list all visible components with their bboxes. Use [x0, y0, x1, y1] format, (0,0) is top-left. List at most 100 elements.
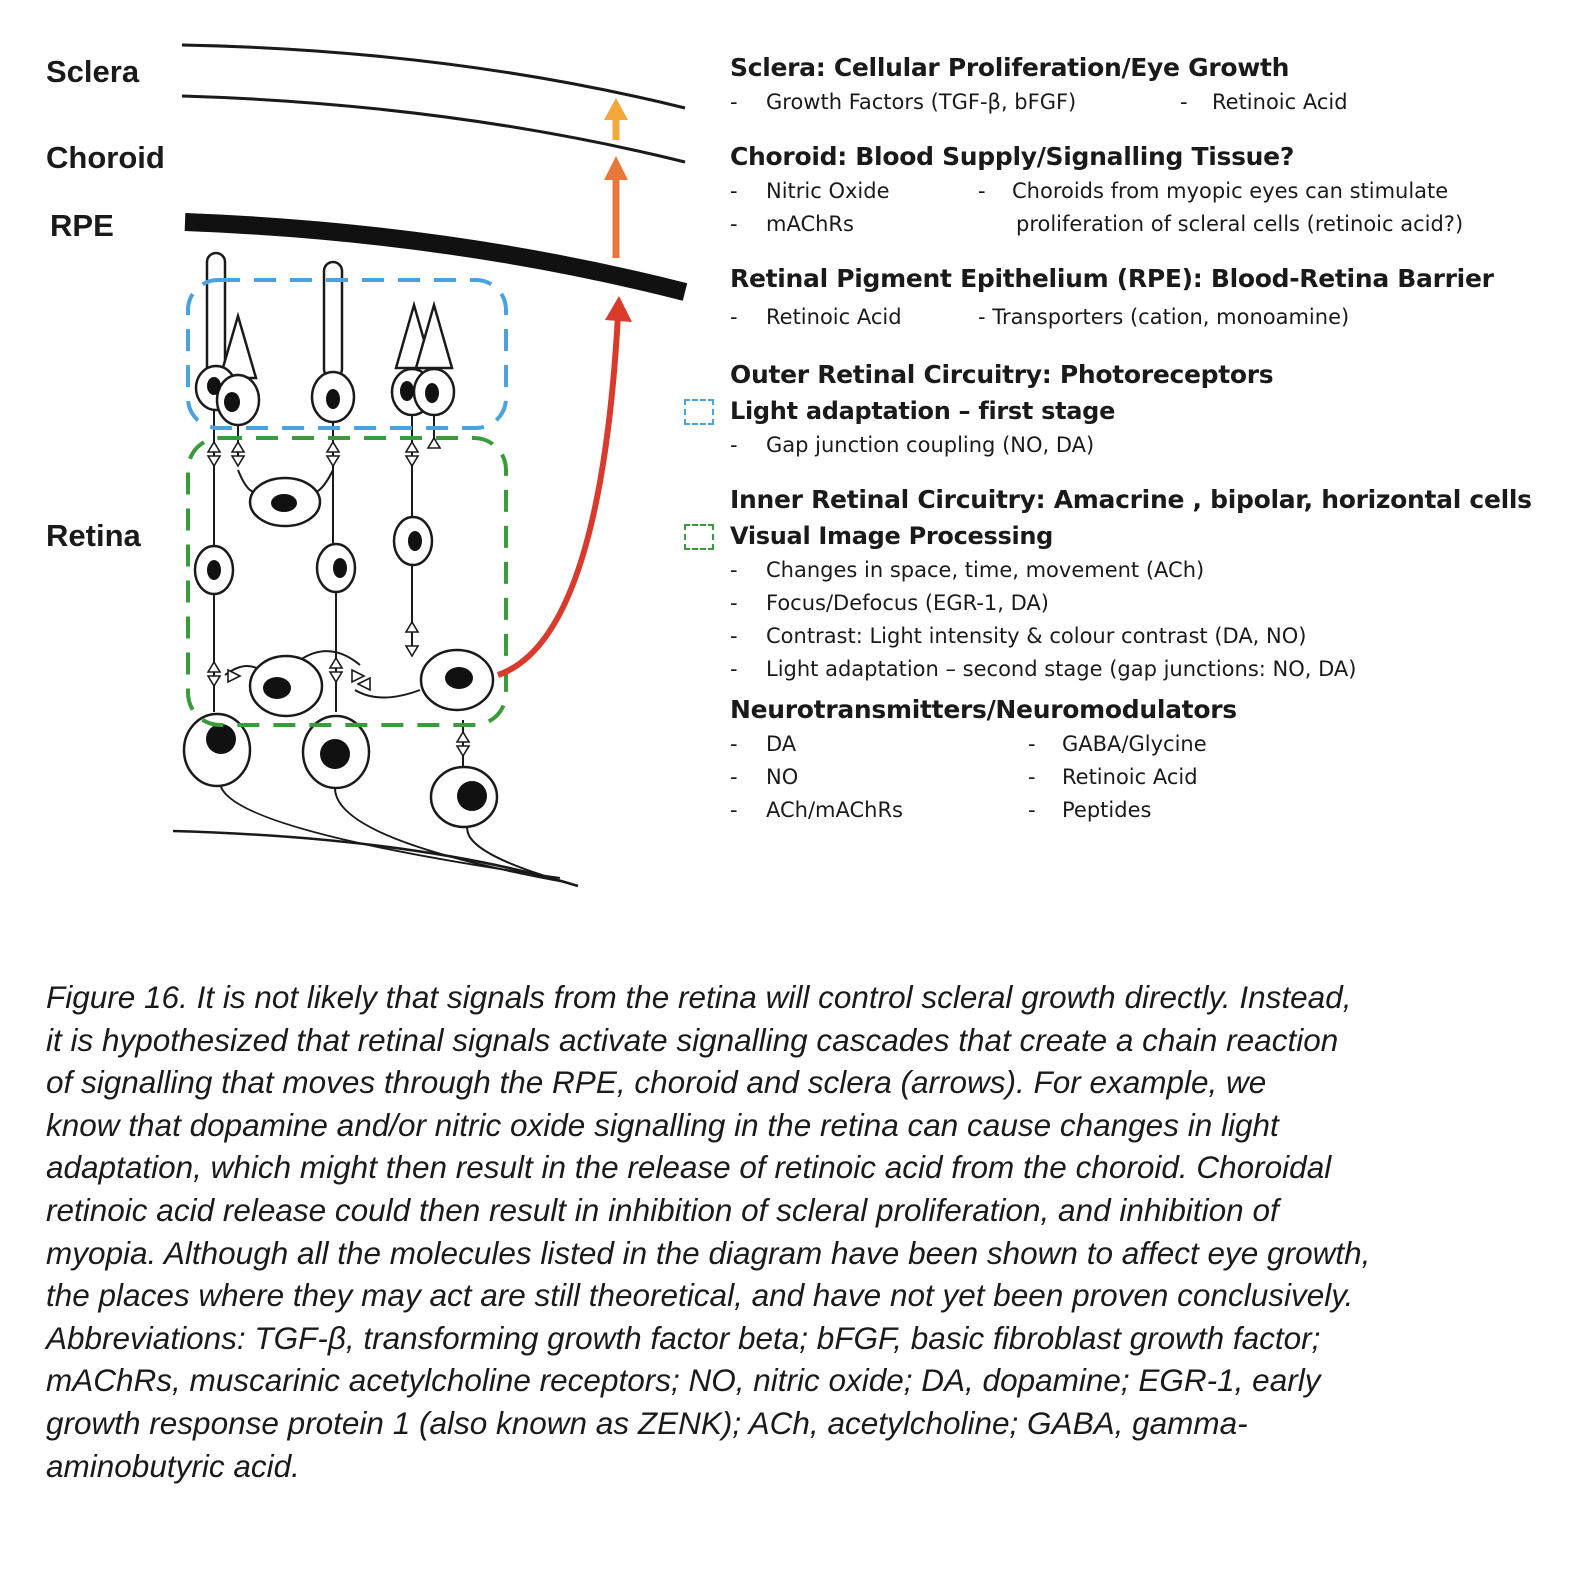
retina-to-rpe-arrow: [497, 314, 621, 678]
retina-layer-diagram: [172, 43, 688, 888]
list-item: Retinoic Acid: [1212, 90, 1348, 114]
outer-title: Outer Retinal Circuitry: Photoreceptors: [730, 360, 1274, 389]
photoreceptor-nuclei: [207, 377, 439, 412]
list-item: proliferation of scleral cells (retinoic…: [1016, 212, 1464, 236]
list-item: mAChRs: [766, 212, 854, 236]
sclera-title: Sclera: Cellular Proliferation/Eye Growt…: [730, 53, 1290, 82]
neuro-items-row: - ACh/mAChRs - Peptides: [730, 794, 1570, 827]
layer-label-rpe: RPE: [50, 208, 114, 243]
bullet-dash: -: [730, 90, 738, 114]
layer-label-choroid: Choroid: [46, 140, 165, 175]
bullet-dash: -: [1028, 798, 1036, 822]
rpe-items: - Retinoic Acid - Transporters (cation, …: [730, 301, 1570, 334]
amacrine-cells: [248, 648, 495, 718]
inner-item-row: - Light adaptation – second stage (gap j…: [730, 653, 1570, 686]
caption-line: adaptation, which might then result in t…: [46, 1149, 1332, 1186]
list-item: Light adaptation – second stage (gap jun…: [766, 657, 1357, 681]
list-item: - Transporters (cation, monoamine): [978, 305, 1350, 329]
bullet-dash: -: [730, 433, 738, 457]
inner-legend-box: [684, 524, 714, 550]
figure-caption: Figure 16. It is not likely that signals…: [46, 976, 1561, 1487]
bullet-dash: -: [730, 212, 738, 236]
list-item: Contrast: Light intensity & colour contr…: [766, 624, 1307, 648]
bipolar-nuclei: [207, 531, 422, 580]
caption-line: Abbreviations: TGF-β, transforming growt…: [46, 1319, 1321, 1356]
caption-line: it is hypothesized that retinal signals …: [46, 1021, 1339, 1058]
bullet-dash: -: [730, 558, 738, 582]
outer-retina-region: [186, 278, 508, 430]
list-item: Retinoic Acid: [1062, 765, 1198, 789]
nerve-fiber-line: [172, 829, 579, 888]
neuro-title: Neurotransmitters/Neuromodulators: [730, 695, 1237, 724]
outer-legend-box: [684, 399, 714, 425]
caption-line: Figure 16. It is not likely that signals…: [46, 979, 1352, 1015]
inner-item-row: - Changes in space, time, movement (ACh): [730, 554, 1570, 587]
nerve-fiber-line: [219, 782, 561, 879]
bullet-dash: -: [730, 624, 738, 648]
caption-line: mAChRs, muscarinic acetylcholine recepto…: [46, 1362, 1321, 1399]
rod-outer-segment: [205, 251, 227, 380]
inner-item-row: - Contrast: Light intensity & colour con…: [730, 620, 1570, 653]
horizontal-cell-nucleus: [271, 494, 297, 512]
rpe-band: [184, 213, 688, 301]
list-item: Gap junction coupling (NO, DA): [766, 433, 1095, 457]
layer-label-retina: Retina: [46, 518, 141, 553]
inner-title: Inner Retinal Circuitry: Amacrine , bipo…: [730, 485, 1532, 514]
list-item: Changes in space, time, movement (ACh): [766, 558, 1205, 582]
list-item: Choroids from myopic eyes can stimulate: [1012, 179, 1449, 203]
list-item: ACh/mAChRs: [766, 798, 904, 822]
list-item: NO: [766, 765, 799, 789]
nerve-fiber-line: [334, 787, 566, 883]
list-item: GABA/Glycine: [1062, 732, 1207, 756]
choroid-items-row2: - mAChRs proliferation of scleral cells …: [730, 208, 1570, 241]
sclera-inner-line: [181, 94, 686, 164]
list-item: Retinoic Acid: [766, 305, 902, 329]
neuro-items-row: - DA - GABA/Glycine: [730, 728, 1570, 761]
choroid-items-row1: - Nitric Oxide - Choroids from myopic ey…: [730, 175, 1570, 208]
list-item: Growth Factors (TGF-β, bFGF): [766, 90, 1077, 114]
caption-line: myopia. Although all the molecules liste…: [46, 1234, 1371, 1271]
bullet-dash: -: [730, 179, 738, 203]
sclera-outer-line: [181, 43, 686, 110]
bullet-dash: -: [730, 732, 738, 756]
bullet-dash: -: [1028, 732, 1036, 756]
bullet-dash: -: [1180, 90, 1188, 114]
ganglion-nuclei: [206, 724, 487, 811]
bullet-dash: -: [978, 179, 986, 203]
caption-line: aminobutyric acid.: [46, 1447, 300, 1484]
notes-panel: Sclera: Cellular Proliferation/Eye Growt…: [684, 50, 1570, 827]
nerve-fiber-line: [466, 819, 573, 885]
inner-retina-region: [186, 436, 508, 727]
inner-subtitle-row: Visual Image Processing: [684, 518, 1570, 554]
bipolar-cells: [193, 515, 434, 596]
caption-line: the places where they may act are still …: [46, 1277, 1354, 1314]
bullet-dash: -: [730, 765, 738, 789]
outer-items: - Gap junction coupling (NO, DA): [730, 429, 1570, 462]
bullet-dash: -: [730, 305, 738, 329]
caption-line: retinoic acid release could then result …: [46, 1191, 1279, 1228]
photoreceptor-cells: [194, 364, 456, 427]
layer-label-sclera: Sclera: [46, 54, 140, 89]
bullet-dash: -: [730, 798, 738, 822]
caption-line: know that dopamine and/or nitric oxide s…: [46, 1106, 1279, 1143]
outer-subtitle-row: Light adaptation – first stage: [684, 393, 1570, 429]
list-item: DA: [766, 732, 797, 756]
bullet-dash: -: [730, 591, 738, 615]
list-item: Focus/Defocus (EGR-1, DA): [766, 591, 1049, 615]
caption-line: growth response protein 1 (also known as…: [46, 1404, 1248, 1441]
list-item: Peptides: [1062, 798, 1152, 822]
bullet-dash: -: [730, 657, 738, 681]
rpe-title: Retinal Pigment Epithelium (RPE): Blood-…: [730, 264, 1494, 293]
neuro-items-row: - NO - Retinoic Acid: [730, 761, 1570, 794]
bullet-dash: -: [1028, 765, 1036, 789]
synapse-markers: [206, 436, 471, 758]
caption-line: of signalling that moves through the RPE…: [46, 1064, 1267, 1101]
inner-subtitle: Visual Image Processing: [730, 522, 1054, 550]
amacrine-nuclei: [263, 667, 473, 699]
outer-subtitle: Light adaptation – first stage: [730, 397, 1116, 425]
list-item: Nitric Oxide: [766, 179, 890, 203]
sclera-items: - Growth Factors (TGF-β, bFGF) - Retinoi…: [730, 86, 1570, 119]
retina-to-rpe-arrowhead: [605, 296, 632, 322]
inner-item-row: - Focus/Defocus (EGR-1, DA): [730, 587, 1570, 620]
choroid-to-sclera-arrowhead: [604, 98, 628, 120]
